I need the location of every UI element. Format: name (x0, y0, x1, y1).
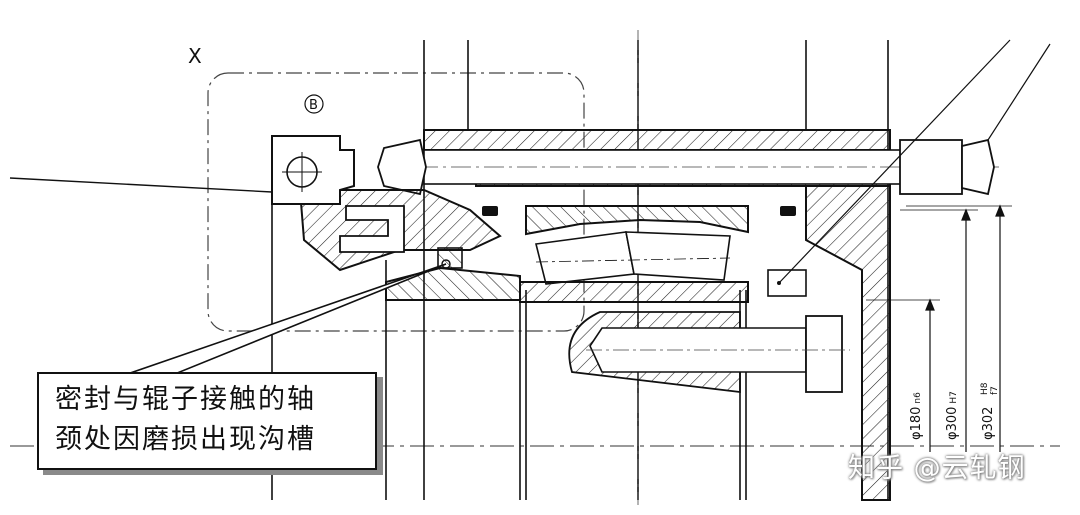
detail-marker: B (309, 98, 318, 113)
svg-text:φ300H7: φ300H7 (945, 391, 960, 440)
svg-text:f7: f7 (990, 386, 1000, 395)
bearing-inner-ring (519, 281, 749, 303)
labyrinth-ring (339, 205, 405, 253)
seal-sleeve (385, 266, 521, 301)
view-label: X (188, 44, 202, 68)
leader-upper-right-2 (987, 43, 1051, 141)
housing-top-plate (423, 129, 891, 151)
lip-seal (437, 247, 463, 269)
annotation-line-1: 密封与辊子接触的轴 (55, 384, 316, 415)
annotation-line-2: 颈处因磨损出现沟槽 (55, 424, 316, 455)
bolt-washer-right (899, 139, 963, 195)
callout-pointer (109, 263, 447, 381)
vertical-edges (271, 40, 889, 500)
spacer-block (767, 269, 807, 297)
lower-bolt-head (805, 315, 843, 393)
leader-upper-right-1 (778, 39, 1011, 284)
svg-text:φ180n6: φ180n6 (909, 392, 924, 440)
o-ring-seals (441, 206, 796, 269)
svg-text:φ302: φ302 (981, 407, 996, 440)
bolt-nut-right (961, 138, 995, 196)
svg-text:H8: H8 (980, 382, 990, 395)
leader-left (9, 177, 273, 193)
watermark: 知乎 @云轧钢 (848, 453, 1026, 484)
dim-180: φ180n6 (909, 392, 924, 440)
bolt-head-left (377, 138, 427, 196)
bearing-rollers (535, 231, 731, 285)
dim-302: φ302 H8 f7 (980, 382, 1000, 440)
detail-boundary (207, 72, 585, 332)
bearing-outer-ring (525, 205, 749, 236)
annotation-callout: 密封与辊子接触的轴 颈处因磨损出现沟槽 (37, 372, 377, 470)
dim-300: φ300H7 (945, 391, 960, 440)
dimension-lines (866, 204, 1012, 452)
housing-right-wall (805, 185, 891, 501)
detail-marker-circle (304, 94, 324, 114)
